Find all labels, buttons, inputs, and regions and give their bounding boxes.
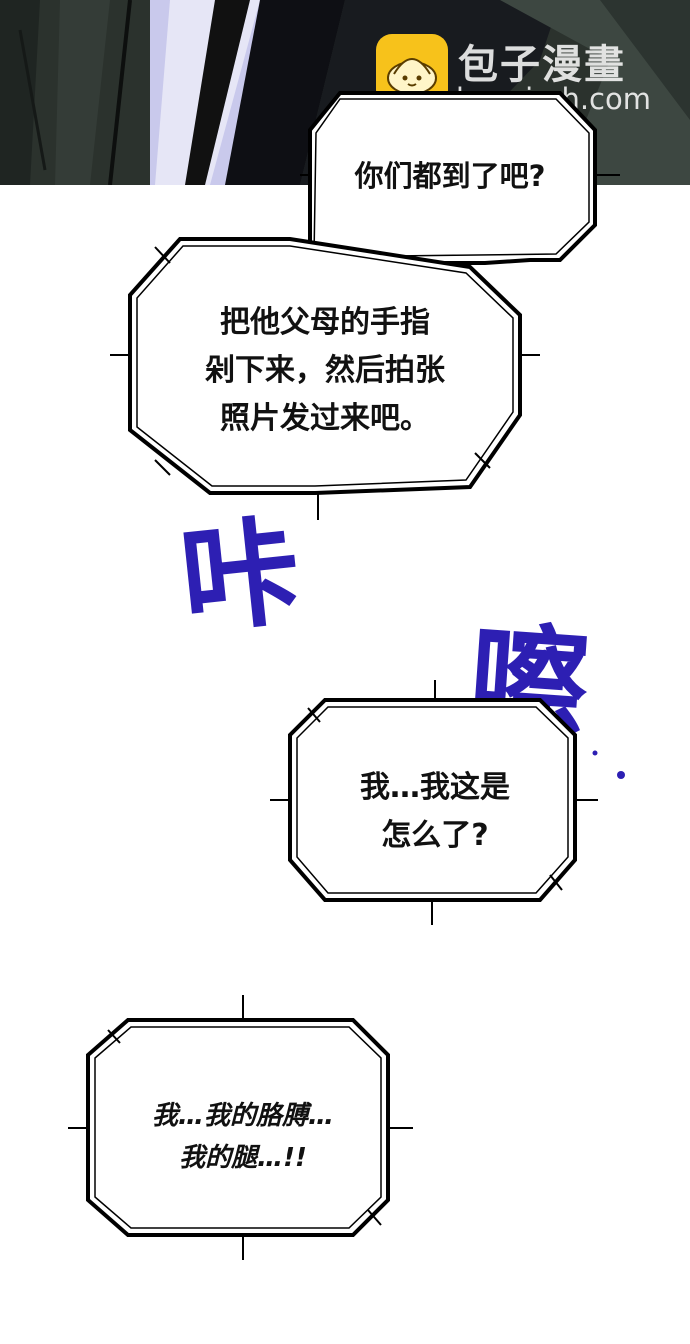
bubble-2-line-3: 照片发过来吧。 <box>220 401 430 436</box>
bubble-4-line-2: 我的腿…!! <box>179 1143 307 1173</box>
bubble-3-line-1: 我…我这是 <box>360 770 510 805</box>
speech-bubble-1: 你们都到了吧? <box>290 85 620 285</box>
bubble-2-outline <box>110 237 540 520</box>
watermark-title: 包子漫畫 <box>458 42 626 88</box>
bubble-4-outline <box>68 995 413 1260</box>
bubble-3-outline <box>270 680 598 925</box>
speech-bubble-3: 我…我这是 怎么了? <box>270 680 600 925</box>
bubble-2-line-2: 剁下来，然后拍张 <box>205 353 445 388</box>
bubble-3-line-2: 怎么了? <box>381 818 489 853</box>
bubble-1-outline <box>300 91 620 265</box>
speech-bubble-4: 我…我的胳膊… 我的腿…!! <box>68 995 418 1260</box>
sfx-dots <box>592 750 625 779</box>
bubble-4-line-1: 我…我的胳膊… <box>151 1101 334 1131</box>
bubble-1-text: 你们都到了吧? <box>354 159 546 193</box>
sfx-ka: 咔 <box>174 501 307 651</box>
bubble-2-line-1: 把他父母的手指 <box>220 305 430 340</box>
speech-bubble-2: 把他父母的手指 剁下来，然后拍张 照片发过来吧。 <box>110 225 550 525</box>
